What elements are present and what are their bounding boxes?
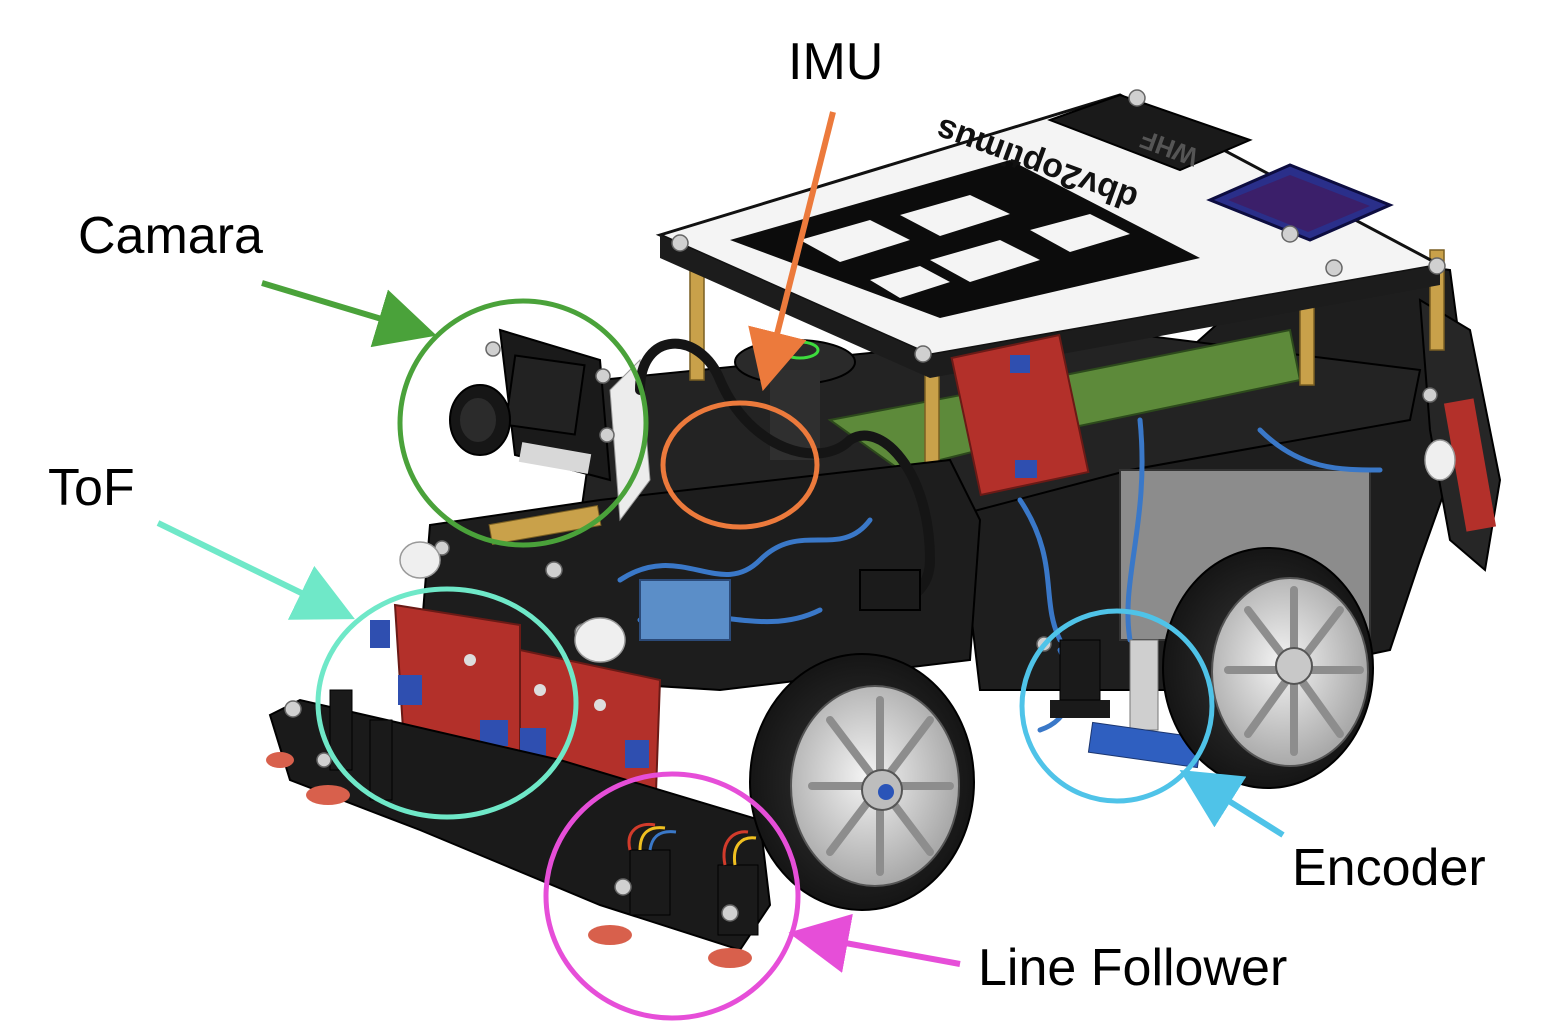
encoder-label: Encoder	[1292, 839, 1486, 897]
tof-label: ToF	[48, 459, 135, 517]
camera-circle	[397, 298, 649, 548]
top-pcb	[950, 333, 1090, 497]
top-plate-edge	[660, 235, 1440, 378]
encoder-arrow	[1179, 770, 1285, 838]
camera-arrow	[261, 280, 437, 348]
imu-arrow	[748, 111, 836, 392]
robot-car: dbv2optimus WHF	[266, 89, 1502, 968]
rear-pcb	[1443, 398, 1497, 532]
tof-circle	[315, 586, 579, 820]
cable-connector	[859, 569, 921, 611]
black-cable	[635, 338, 936, 609]
front-brass-bar	[488, 505, 602, 545]
sensor-wires	[627, 822, 757, 866]
line-follower-sensors	[266, 689, 759, 968]
line-follower-label: Line Follower	[978, 939, 1288, 997]
line-follower-arrow	[788, 913, 961, 973]
logo-block	[1047, 93, 1253, 172]
encoder-circle	[1019, 608, 1215, 804]
camera-label: Camara	[78, 207, 263, 265]
blue-module	[639, 579, 731, 641]
imu-label: IMU	[788, 33, 884, 91]
line-follower-circle	[543, 771, 801, 1021]
imu-circle	[660, 400, 820, 530]
tof-arrow	[156, 520, 355, 620]
white-knobs	[399, 439, 1456, 663]
front-wheel	[749, 653, 975, 911]
rear-wheel	[1162, 547, 1374, 789]
encoder-module	[1050, 639, 1203, 769]
camera-module	[449, 328, 651, 522]
aruco-marker	[730, 160, 1200, 318]
